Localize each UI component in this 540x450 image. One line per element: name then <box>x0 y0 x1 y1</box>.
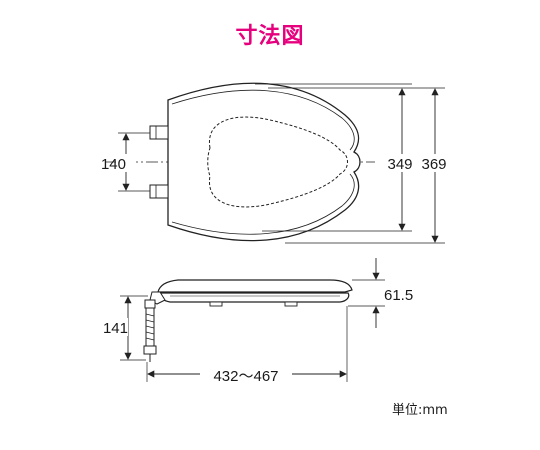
seat-rim <box>171 89 355 235</box>
bumper-front <box>209 301 223 307</box>
inner-length-label: 349 <box>387 156 412 173</box>
seat-profile <box>159 292 350 303</box>
side-view <box>120 258 385 382</box>
unit-label: 単位:mm <box>392 403 448 418</box>
seat-opening <box>207 116 348 208</box>
bolt-nut <box>143 345 157 355</box>
depth-range-label: 432〜467 <box>213 368 278 385</box>
top-view <box>106 82 445 244</box>
lid-profile <box>157 279 353 293</box>
hinge-bolt-top <box>149 125 169 140</box>
bolt-length-label: 141 <box>103 320 128 337</box>
height-label: 61.5 <box>384 287 413 304</box>
bumper-rear <box>284 301 298 307</box>
seat-outline <box>167 82 361 242</box>
hinge-bolt-bottom <box>149 184 169 199</box>
page-title: 寸法図 <box>235 24 305 49</box>
bolt-head <box>144 299 156 309</box>
outer-length-label: 369 <box>421 156 446 173</box>
bolt-spacing-label: 140 <box>101 156 126 173</box>
